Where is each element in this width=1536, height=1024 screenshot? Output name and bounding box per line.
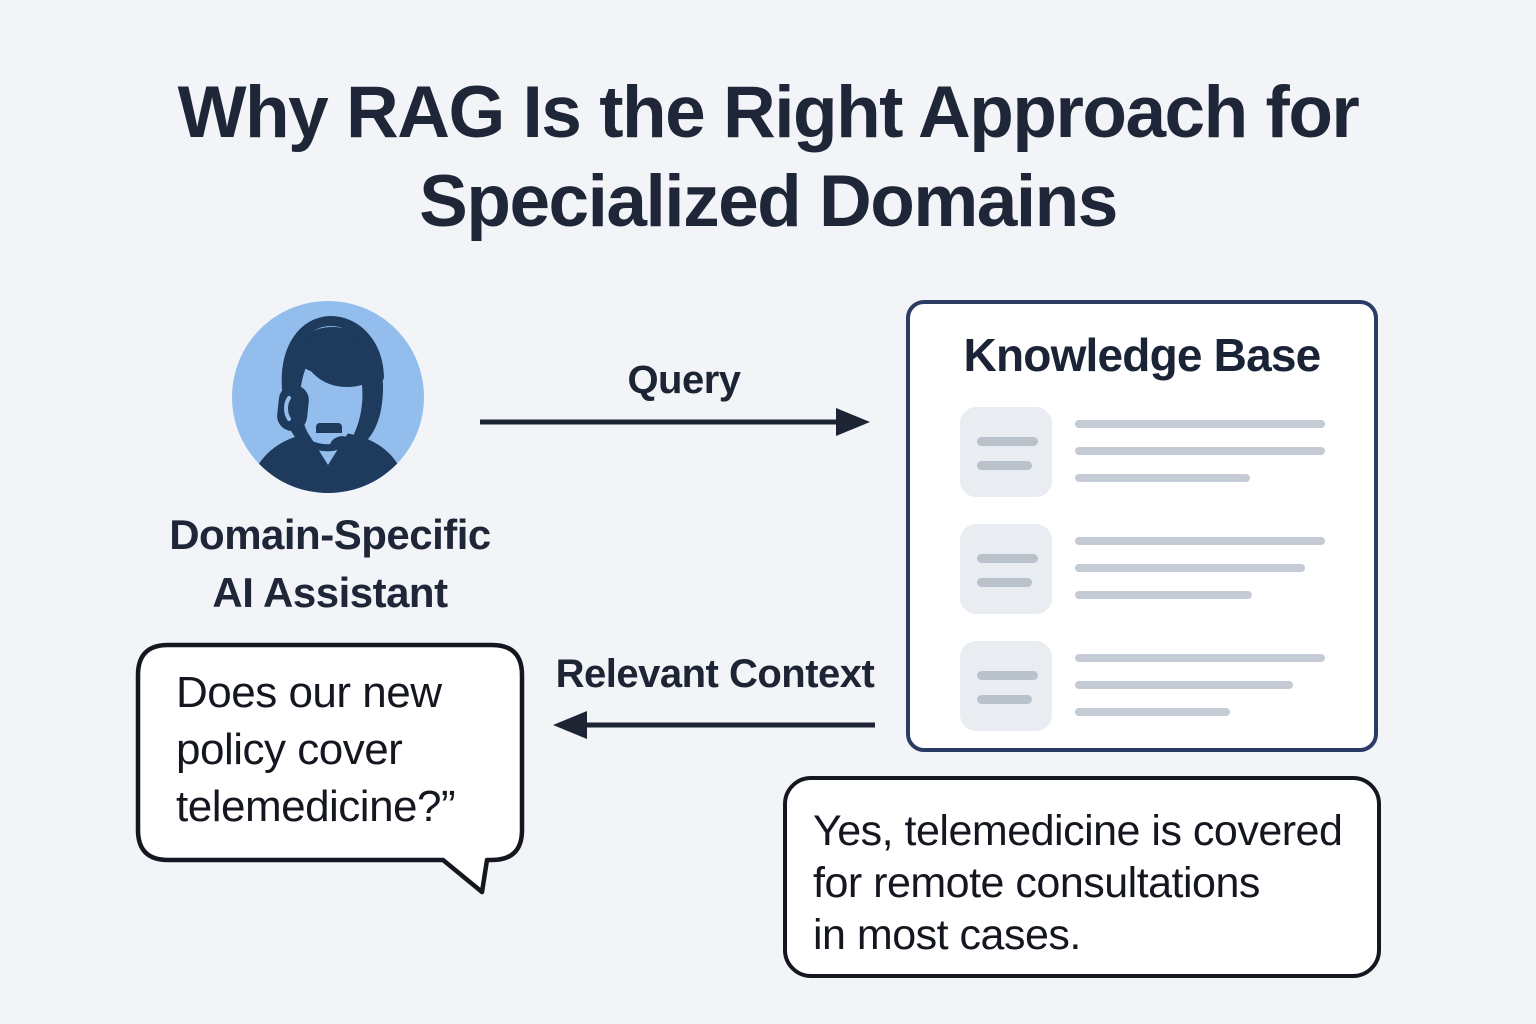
kb-document-row — [960, 524, 1346, 618]
text-placeholder-line — [1075, 654, 1325, 662]
answer-bubble-text: Yes, telemedicine is covered for remote … — [813, 805, 1351, 961]
document-text-lines — [1075, 407, 1325, 501]
question-speech-bubble — [135, 642, 525, 895]
text-placeholder-line — [1075, 420, 1325, 428]
context-arrow-label: Relevant Context — [555, 652, 875, 696]
question-line: policy cover — [176, 725, 403, 774]
query-arrow-label: Query — [627, 358, 741, 402]
text-placeholder-line — [1075, 708, 1230, 716]
knowledge-base-title: Knowledge Base — [963, 329, 1322, 381]
query-arrow — [480, 408, 870, 436]
text-placeholder-line — [1075, 681, 1293, 689]
document-icon — [960, 407, 1052, 497]
answer-line: for remote consultations — [813, 859, 1260, 907]
text-placeholder-line — [1075, 447, 1325, 455]
text-placeholder-line — [1075, 564, 1305, 572]
answer-line: Yes, telemedicine is covered — [813, 807, 1343, 855]
support-agent-headset-icon — [232, 301, 424, 493]
relevant-context-arrow — [553, 711, 875, 739]
knowledge-base-panel: Knowledge Base — [906, 300, 1378, 752]
kb-document-row — [960, 407, 1346, 501]
document-text-lines — [1075, 641, 1325, 735]
assistant-label: Domain-Specific AI Assistant — [130, 506, 530, 622]
assistant-label-line1: Domain-Specific — [169, 511, 491, 558]
document-text-lines — [1075, 524, 1325, 618]
document-icon — [960, 641, 1052, 731]
answer-line: in most cases. — [813, 911, 1081, 959]
ai-assistant-avatar — [232, 301, 424, 493]
text-placeholder-line — [1075, 591, 1252, 599]
assistant-label-line2: AI Assistant — [212, 569, 448, 616]
page-title-line2: Specialized Domains — [419, 161, 1118, 242]
question-bubble-text: Does our new policy cover telemedicine?” — [176, 664, 456, 835]
document-icon — [960, 524, 1052, 614]
kb-document-list — [960, 407, 1346, 735]
question-line: Does our new — [176, 668, 442, 717]
answer-speech-bubble: Yes, telemedicine is covered for remote … — [783, 776, 1381, 978]
page-title: Why RAG Is the Right Approach for Specia… — [0, 68, 1536, 246]
kb-document-row — [960, 641, 1346, 735]
question-line: telemedicine?” — [176, 782, 456, 831]
page-title-line1: Why RAG Is the Right Approach for — [177, 72, 1360, 153]
text-placeholder-line — [1075, 537, 1325, 545]
text-placeholder-line — [1075, 474, 1250, 482]
